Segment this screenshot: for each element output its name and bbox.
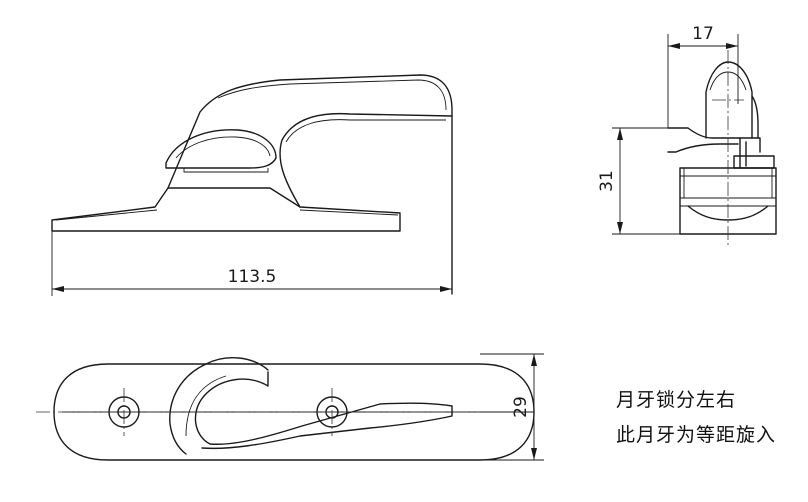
note-line-1: 月牙锁分左右: [616, 389, 737, 411]
top-view: [36, 357, 535, 461]
front-view: [51, 74, 453, 296]
dimension-length-label: 113.5: [228, 267, 277, 287]
dimension-length: 113.5: [52, 267, 452, 292]
dimension-height-side-label: 31: [597, 170, 617, 192]
side-view: [667, 50, 777, 246]
dimension-height-side: 31: [597, 127, 680, 235]
dimension-width-top-label: 17: [692, 24, 714, 44]
dimension-width-bottom: 29: [480, 353, 544, 461]
dimension-width-top: 17: [667, 24, 739, 128]
dimension-width-bottom-label: 29: [511, 396, 531, 418]
note-line-2: 此月牙为等距旋入: [616, 424, 777, 446]
